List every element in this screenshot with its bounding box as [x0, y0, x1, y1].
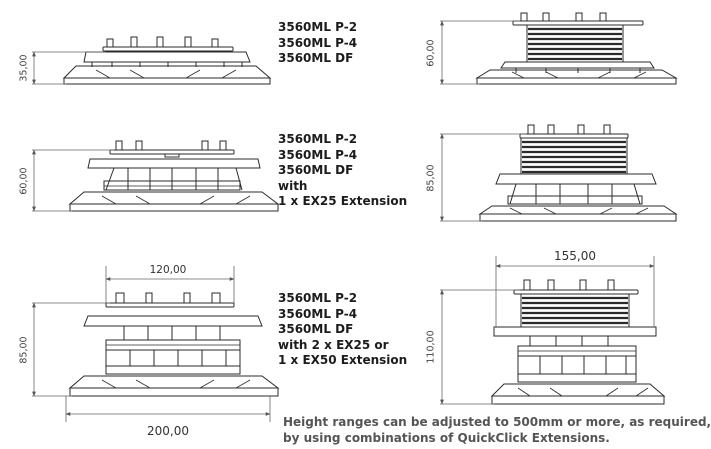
- label-line: 3560ML P-2: [278, 20, 358, 34]
- label-block-2: 3560ML P-2 3560ML P-4 3560ML DF with 1 x…: [278, 132, 407, 210]
- label-block-3: 3560ML P-2 3560ML P-4 3560ML DF with 2 x…: [278, 291, 407, 369]
- note-line-1: Height ranges can be adjusted to 500mm o…: [283, 415, 711, 429]
- dim-top-width-left: 120,00: [149, 264, 187, 276]
- label-line: 3560ML DF: [278, 322, 354, 336]
- label-line: 3560ML DF: [278, 163, 354, 177]
- pedestal-right-1: [475, 12, 678, 85]
- label-line: 3560ML P-2: [278, 291, 358, 305]
- label-line: 1 x EX50 Extension: [278, 353, 408, 367]
- label-line: 3560ML DF: [278, 51, 354, 65]
- label-line: 1 x EX25 Extension: [278, 194, 408, 208]
- dimension-lines: [32, 20, 655, 422]
- dim-left-1: 35,00: [18, 54, 30, 82]
- dim-right-3: 110,00: [425, 330, 437, 364]
- label-line: 3560ML P-4: [278, 306, 358, 321]
- label-block-1: 3560ML P-2 3560ML P-4 3560ML DF: [278, 20, 357, 67]
- label-line: 3560ML P-2: [278, 132, 358, 146]
- pedestal-left-2: [68, 140, 280, 212]
- dim-right-1: 60,00: [425, 39, 437, 67]
- label-line: with 2 x EX25 or: [278, 337, 389, 352]
- dim-right-2: 85,00: [425, 164, 437, 192]
- dim-left-2: 60,00: [18, 167, 30, 195]
- dim-top-width-right: 155,00: [554, 249, 596, 263]
- note-line-2: by using combinations of QuickClick Exte…: [283, 431, 610, 445]
- height-range-note: Height ranges can be adjusted to 500mm o…: [283, 414, 711, 446]
- pedestal-left-1: [62, 36, 272, 85]
- label-line: 3560ML P-4: [278, 147, 358, 162]
- dim-left-3: 85,00: [18, 336, 30, 364]
- pedestal-left-3: [68, 292, 280, 397]
- dim-base-width-left: 200,00: [147, 424, 189, 438]
- label-line: 3560ML P-4: [278, 35, 358, 50]
- pedestal-right-2: [478, 124, 678, 222]
- label-line: with: [278, 178, 308, 193]
- pedestal-right-3: [490, 279, 666, 405]
